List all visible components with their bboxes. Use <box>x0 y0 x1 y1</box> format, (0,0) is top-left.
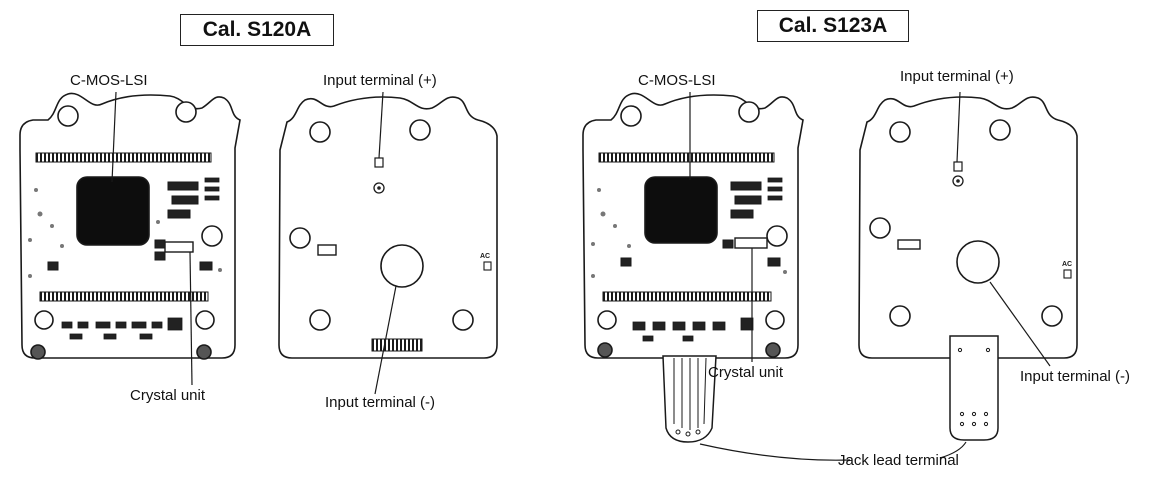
s123a-front-board <box>582 92 804 359</box>
s123a-crystal-label: Crystal unit <box>708 364 784 381</box>
s120a-input-plus-label: Input terminal (+) <box>323 72 437 89</box>
s123a-back-board <box>858 96 1078 359</box>
leader-lines <box>111 91 1051 461</box>
s120a-input-minus-label: Input terminal (-) <box>325 394 436 411</box>
s120a-title: Cal. S120A <box>180 14 334 46</box>
s120a-ac-marking: AC <box>480 253 490 260</box>
s123a-lsi-label: C-MOS-LSI <box>638 72 716 89</box>
s123a-ac-marking: AC <box>1062 261 1072 268</box>
s120a-lsi-chip <box>76 176 150 246</box>
s123a-jack-tab <box>949 335 999 441</box>
s120a-front-board <box>19 92 241 360</box>
s123a-title: Cal. S123A <box>757 10 909 42</box>
s123a-input-minus-label: Input terminal (-) <box>1020 368 1131 385</box>
s123a-input-plus-label: Input terminal (+) <box>900 68 1014 85</box>
s123a-jack-flex-lead <box>662 355 717 443</box>
s123a-jack-lead-label: Jack lead terminal <box>838 452 959 469</box>
s120a-back-board <box>278 96 498 359</box>
s120a-crystal-label: Crystal unit <box>130 387 206 404</box>
s123a-lsi-chip <box>644 176 718 244</box>
s120a-lsi-label: C-MOS-LSI <box>70 72 148 89</box>
